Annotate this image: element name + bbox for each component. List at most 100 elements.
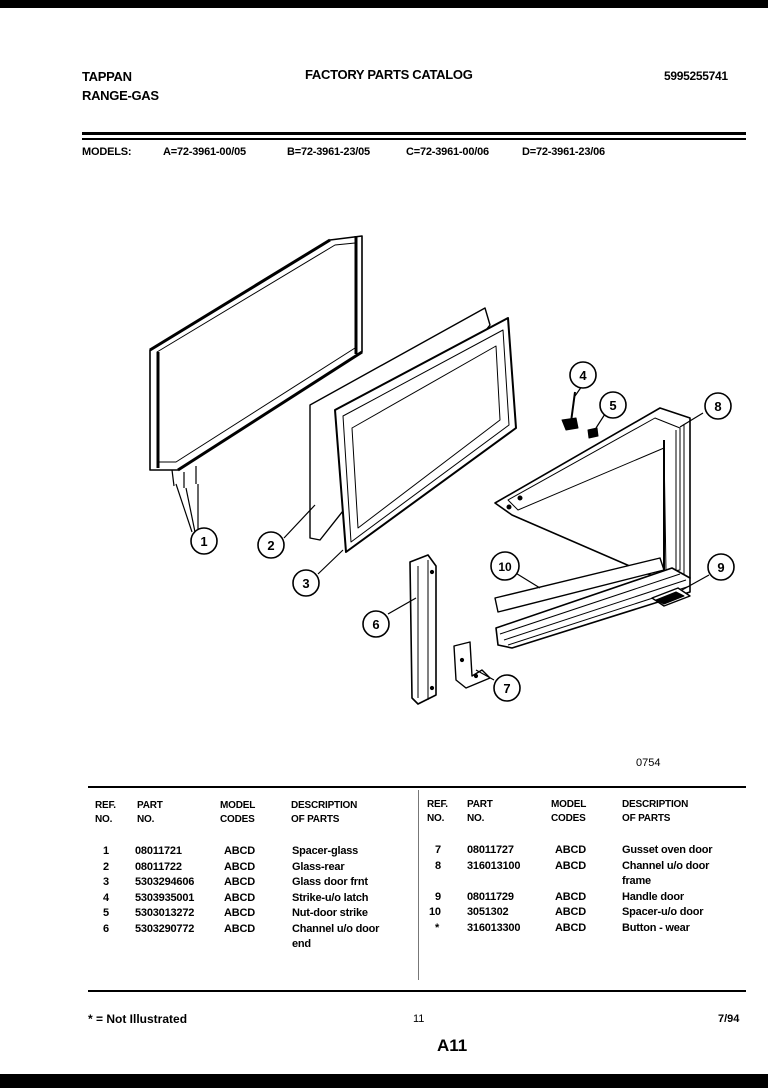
model-codes: ABCD [224,876,255,888]
header-rule-top [82,132,746,135]
revision-date: 7/94 [718,1013,740,1025]
part-no: 3051302 [467,906,509,918]
table-divider [418,790,419,980]
catalog-number: 5995255741 [664,69,728,83]
part-3-glass-door-frame [334,317,517,553]
part-description: Spacer-glass [292,845,359,857]
callout-5-label: 5 [609,398,616,413]
part-no: 08011721 [135,845,182,857]
ref-no: 8 [435,859,441,872]
ref-no: 4 [103,891,109,904]
model-codes: ABCD [555,890,586,903]
part-no: 08011729 [467,890,514,903]
part-8-channel-bottom [495,567,691,649]
part-no: 5303294606 [135,876,195,888]
callout-8-label: 8 [714,399,721,414]
part-1-spacer-glass [149,235,363,488]
ref-no: 2 [103,860,109,873]
model-codes: ABCD [224,891,255,904]
model-codes: ABCD [555,906,586,918]
part-no: 5303290772 [135,922,195,935]
part-description: Glass-rear [292,860,345,873]
callout-2-label: 2 [267,538,274,553]
parts-table-right: 7 8 9 10 * 08011727 316013100 08011729 3… [427,843,747,943]
header-desc-line1: DESCRIPTION [291,800,358,811]
callout-4-label: 4 [579,368,587,383]
callout-8: 8 [704,392,732,420]
callout-9-label: 9 [717,560,724,575]
part-description-cont: frame [622,875,651,887]
model-d: D=72-3961-23/06 [522,146,605,158]
model-b: B=72-3961-23/05 [287,146,370,158]
header-part-line2: NO. [137,814,155,825]
brand-name: TAPPAN [82,69,132,84]
part-no: 316013300 [467,921,521,934]
page-number: 11 [413,1013,425,1025]
ref-no: 5 [103,907,109,919]
header-rule-bottom [82,138,746,140]
callouts: 1 2 3 4 5 6 7 8 9 10 [190,361,735,702]
part-no: 08011727 [467,844,514,856]
part-description: Channel u/o door [292,922,380,935]
callout-3-label: 3 [302,576,309,591]
not-illustrated-note: * = Not Illustrated [88,1012,188,1026]
bottom-border [0,1074,768,1088]
header-model-line1: MODEL [220,800,256,811]
header-desc-line2: OF PARTS [622,813,671,824]
model-c: C=72-3961-00/06 [406,146,489,158]
ref-no: 1 [103,845,109,857]
models-label: MODELS: [82,146,132,158]
model-codes: ABCD [224,907,255,919]
part-description: Spacer-u/o door [622,906,704,918]
header-ref-line1: REF. [427,799,448,810]
model-codes: ABCD [224,845,255,857]
header-ref-line1: REF. [95,800,116,811]
callout-7: 7 [493,674,521,702]
part-description: Gusset oven door [622,844,713,856]
part-description: Channel u/o door [622,859,710,872]
part-6-channel-end [409,554,437,705]
header-ref-line2: NO. [427,813,445,824]
part-no: 5303935001 [135,891,195,904]
model-a: A=72-3961-00/05 [163,146,246,158]
callout-1-label: 1 [200,534,207,549]
part-description-cont: end [292,938,311,950]
ref-no: 7 [435,844,441,856]
callout-10-label: 10 [498,560,512,574]
header-desc-line1: DESCRIPTION [622,799,689,810]
ref-no: 9 [435,890,441,903]
part-description: Glass door frnt [292,876,368,888]
product-type: RANGE-GAS [82,88,159,103]
parts-table-left: 1 2 3 4 5 6 08011721 08011722 5303294606… [95,844,415,964]
callout-9: 9 [707,553,735,581]
part-9-handle [651,587,691,607]
header-part-line1: PART [467,799,493,810]
model-codes: ABCD [555,859,586,872]
ref-no: 3 [103,876,109,888]
callout-5: 5 [599,391,627,419]
callout-10: 10 [490,551,520,581]
header-model-line2: CODES [551,813,586,824]
part-no: 5303013272 [135,907,195,919]
header-model-line1: MODEL [551,799,587,810]
leader-lines [175,385,710,681]
table-rule-top [88,786,746,788]
sheet-id: A11 [437,1036,468,1055]
header-model-line2: CODES [220,814,255,825]
callout-6-label: 6 [372,617,379,632]
header-part-line1: PART [137,800,163,811]
catalog-title: FACTORY PARTS CATALOG [305,67,473,82]
callout-7-label: 7 [503,681,510,696]
part-description: Handle door [622,890,684,903]
top-border [0,0,768,8]
callout-3: 3 [292,569,320,597]
model-codes: ABCD [224,860,255,873]
ref-no: * [435,921,440,934]
model-codes: ABCD [555,921,586,934]
part-description: Strike-u/o latch [292,891,369,904]
part-no: 316013100 [467,859,521,872]
header-part-line2: NO. [467,813,485,824]
part-7-gusset [453,641,491,689]
callout-4: 4 [569,361,597,389]
